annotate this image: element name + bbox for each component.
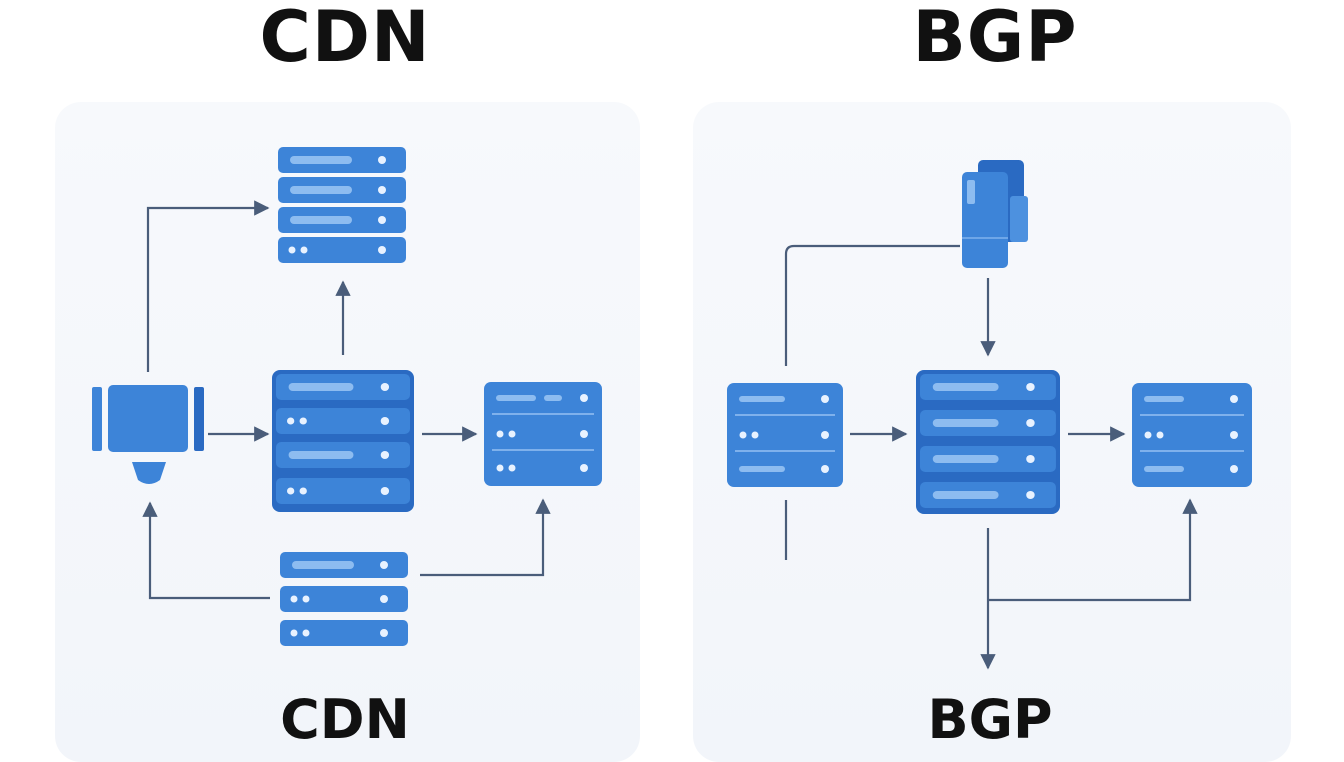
- bgp-router-icon: [962, 160, 1028, 268]
- bgp-caption: BGP: [927, 688, 1053, 751]
- cdn-right-server-rack-icon: [484, 382, 602, 486]
- connector-line: [784, 244, 960, 366]
- cdn-connectors: [142, 200, 551, 600]
- bgp-title: BGP: [912, 0, 1078, 78]
- arrow-icon: [142, 501, 270, 600]
- arrow-icon: [988, 498, 1198, 602]
- cdn-top-server-rack-icon: [278, 147, 406, 263]
- bgp-right-server-rack-icon: [1132, 383, 1252, 487]
- bgp-left-server-rack-icon: [727, 383, 843, 487]
- cdn-caption: CDN: [280, 688, 410, 751]
- arrow-icon: [420, 498, 551, 577]
- cdn-center-server-rack-icon: [272, 370, 414, 512]
- cdn-bottom-server-rack-icon: [280, 552, 408, 646]
- cdn-title: CDN: [259, 0, 431, 78]
- bgp-center-server-rack-icon: [916, 370, 1060, 514]
- arrow-icon: [146, 200, 270, 372]
- cdn-monitor-icon: [92, 385, 204, 484]
- bgp-connectors: [784, 244, 1198, 670]
